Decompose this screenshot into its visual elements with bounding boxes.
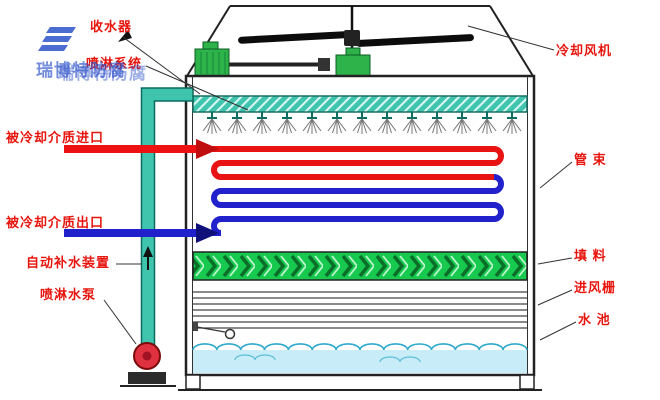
fan-motor <box>194 48 230 77</box>
label-spray-pump: 喷淋水泵 <box>40 287 97 302</box>
medium-inlet-arrow <box>64 139 219 159</box>
hot-coil <box>193 146 504 180</box>
tower-leg-left <box>185 374 201 390</box>
leader-spray-pump <box>103 299 137 345</box>
gearbox <box>335 54 371 77</box>
motor-fins <box>200 52 226 74</box>
flow-up-arrow <box>143 246 153 270</box>
fan-hub <box>344 30 360 46</box>
float-valve <box>193 322 236 340</box>
leader-air-grille <box>537 289 573 306</box>
tower-leg-right <box>519 374 535 390</box>
float-ball <box>224 328 236 340</box>
leader-water-pool <box>539 321 577 341</box>
fan-blade-left <box>238 31 348 44</box>
fan-blade-right <box>356 34 474 47</box>
label-cooling-fan: 冷却风机 <box>556 43 613 58</box>
label-medium-outlet: 被冷却介质出口 <box>6 215 105 230</box>
label-water-pool: 水 池 <box>578 312 611 327</box>
medium-outlet-arrow <box>64 223 219 243</box>
leader-tube-bundle <box>539 161 573 189</box>
watermark-logo <box>38 27 76 51</box>
leader-filler <box>537 257 573 265</box>
label-air-grille: 进风栅 <box>574 280 617 295</box>
leader-water-collector <box>122 36 201 95</box>
leader-spray-system <box>145 65 249 111</box>
leader-lines <box>103 25 577 345</box>
leader-cooling-fan <box>467 25 555 51</box>
watermark-text: 瑞博特防腐 <box>36 61 126 80</box>
cold-coil <box>193 174 504 236</box>
label-tube-bundle: 管 束 <box>574 152 607 167</box>
air-inlet-grille <box>193 291 527 329</box>
watermark-text-echo: 瑞博特防腐 <box>57 64 147 83</box>
label-spray-system: 喷淋系统 <box>86 56 143 71</box>
water-collector-band <box>192 95 528 113</box>
water-collector-arrowhead <box>118 30 132 42</box>
label-water-collector: 收水器 <box>90 19 133 34</box>
cooling-fan-assembly <box>194 6 474 77</box>
fan-shroud <box>186 5 534 77</box>
label-filler: 填 料 <box>574 248 607 263</box>
fill-band <box>192 251 528 281</box>
spray-pump <box>120 342 176 387</box>
label-auto-refill: 自动补水装置 <box>26 255 111 270</box>
label-medium-inlet: 被冷却介质进口 <box>6 130 105 145</box>
shaft-coupling <box>318 58 330 71</box>
water-surface-wave <box>192 343 528 351</box>
water-basin <box>192 343 528 373</box>
